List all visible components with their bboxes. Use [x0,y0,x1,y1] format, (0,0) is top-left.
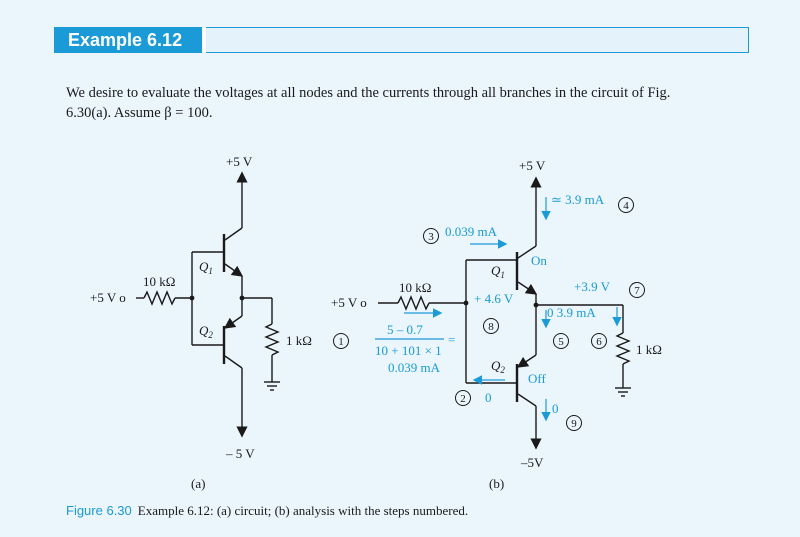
step-markers [333,197,645,431]
b-load-branch: 0 3.9 mA [547,305,596,320]
figure-caption: Figure 6.30 Example 6.12: (a) circuit; (b… [66,503,468,519]
step-numbers: 1 2 3 4 5 6 7 8 9 [338,200,640,430]
figure-caption-text: Example 6.12: (a) circuit; (b) analysis … [137,503,469,518]
step-9: 9 [571,418,577,430]
circuit-b-annotations: 0.039 mA ≃ 3.9 mA On + 4.6 V +3.9 V 0 3.… [375,192,611,416]
b-resistor-in: 10 kΩ [399,280,431,295]
step-1: 1 [338,336,344,348]
b-supply-bottom: –5V [520,455,544,470]
b-resistor-load: 1 kΩ [636,342,662,357]
intro-line-1: We desire to evaluate the voltages at al… [66,85,671,101]
intro-line-2: 6.30(a). Assume β = 100. [66,105,213,121]
step-4: 4 [623,200,629,212]
figure-number: Figure 6.30 [66,503,132,518]
step-1-circle [333,333,349,349]
step-9-circle [566,415,582,431]
step-2: 2 [460,393,466,405]
b-q1-state: On [531,253,547,268]
a-q1-label: Q1 [199,259,213,276]
example-header: Example 6.12 [54,27,749,53]
b-supply-top: +5 V [519,158,546,173]
a-supply-top: +5 V [226,154,253,169]
circuit-b-nodes [463,300,539,308]
a-input-label: +5 V o [90,290,126,305]
step-8: 8 [488,321,494,333]
step-5-circle [553,333,569,349]
intro-paragraph: We desire to evaluate the voltages at al… [66,83,736,123]
header-divider [202,27,206,53]
step-3-circle [423,228,439,244]
a-panel-label: (a) [191,476,205,491]
b-emitter-voltage: +3.9 V [574,279,611,294]
a-q2-label: Q2 [199,323,213,340]
step-7-circle [629,282,645,298]
step-2-circle [455,390,471,406]
b-input-label: +5 V o [331,295,367,310]
step-5: 5 [558,336,564,348]
b-base-current: 0.039 mA [445,224,498,239]
step-7: 7 [634,285,640,297]
b-q1-label: Q1 [491,263,505,280]
b-q2-label: Q2 [491,358,505,375]
b-panel-label: (b) [489,476,504,491]
b-eq-denominator: 10 + 101 × 1 [375,343,442,358]
b-eq-equals: = [448,332,455,347]
step-6: 6 [596,336,602,348]
b-q2-state: Off [528,371,546,386]
circuit-b-labels: +5 V –5V +5 V o 10 kΩ Q1 Q2 1 kΩ (b) [331,158,662,491]
a-supply-bottom: – 5 V [225,446,255,461]
b-q2-current: 0 [552,401,559,416]
step-4-circle [618,197,634,213]
current-arrows [375,197,622,422]
a-resistor-load: 1 kΩ [286,333,312,348]
b-eq-result: 0.039 mA [388,360,441,375]
b-collector-current: ≃ 3.9 mA [551,192,605,207]
b-q2-base-current: 0 [485,390,492,405]
circuit-a-labels: +5 V – 5 V +5 V o 10 kΩ Q1 Q2 1 kΩ (a) [90,154,312,491]
example-title: Example 6.12 [54,27,202,53]
step-3: 3 [428,231,434,243]
step-8-circle [483,318,499,334]
step-6-circle [591,333,607,349]
b-base-voltage: + 4.6 V [474,291,514,306]
circuit-a [136,171,280,438]
circuit-a-nodes [189,295,245,301]
a-resistor-in: 10 kΩ [143,274,175,289]
b-eq-numerator: 5 – 0.7 [387,322,423,337]
